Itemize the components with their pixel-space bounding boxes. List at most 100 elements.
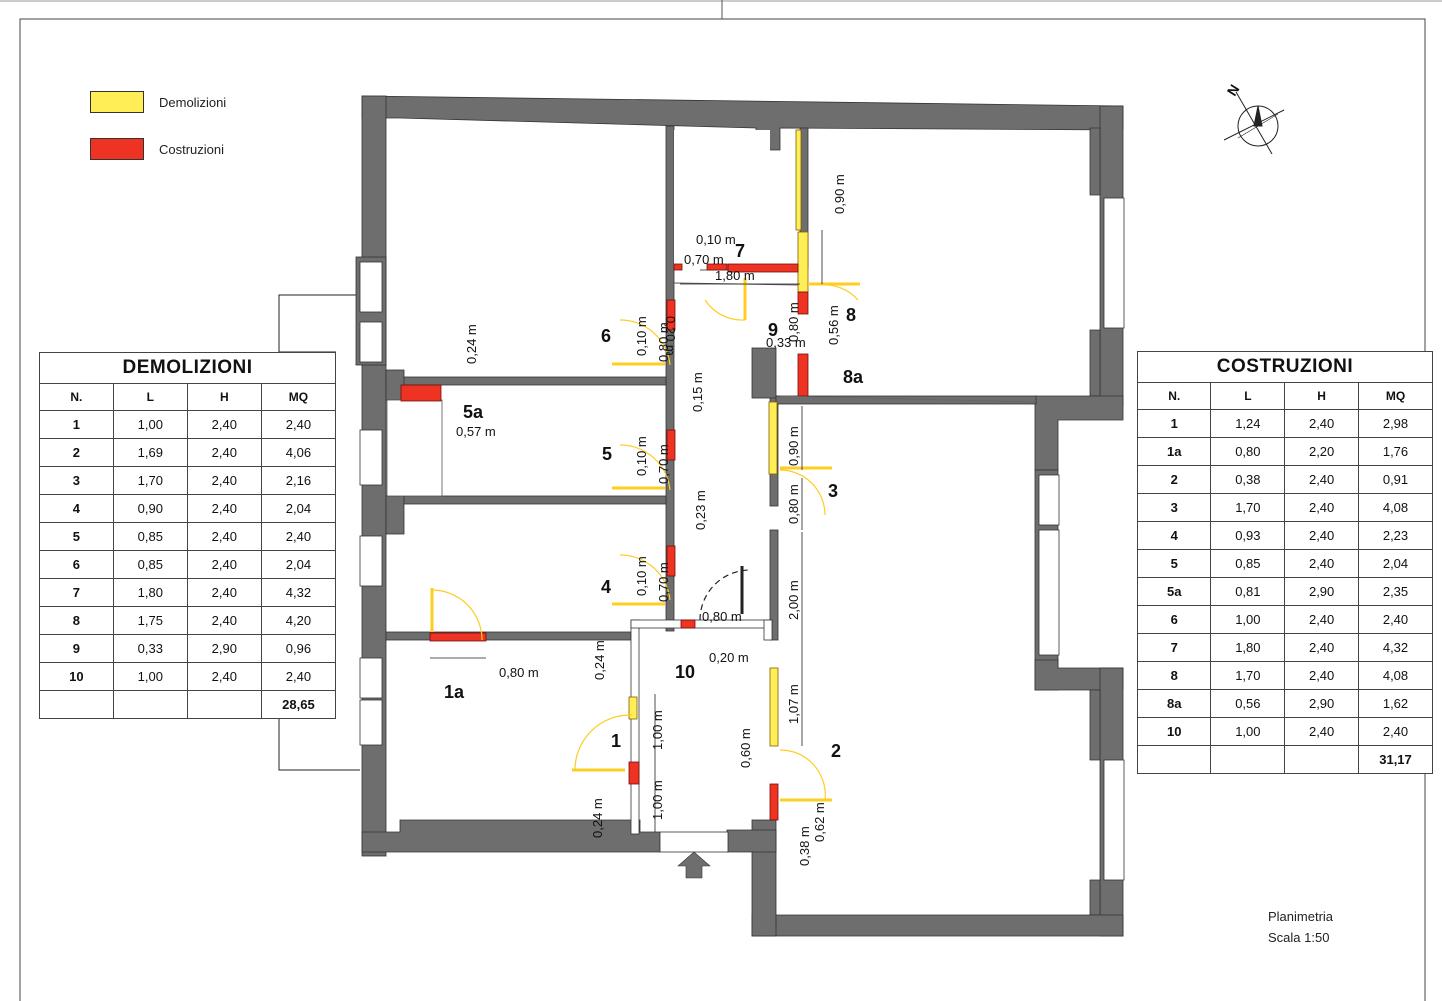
dim-0-70-top: 0,70 m xyxy=(684,252,724,267)
dem-cell: 5 xyxy=(39,522,114,551)
dem-cell: 7 xyxy=(39,578,114,607)
dem-cell: 1,70 xyxy=(112,466,188,495)
dem-cell: 2,40 xyxy=(186,466,262,495)
cons-8 xyxy=(797,291,809,315)
swing-8 xyxy=(819,284,859,301)
marker-5a: 5a xyxy=(463,402,484,422)
dim-0-24-top: 0,24 m xyxy=(464,324,479,364)
cos-cell: 2 xyxy=(1136,465,1212,494)
wall-corridor-right-b xyxy=(769,529,779,641)
dem-table-leader-bottom xyxy=(278,717,360,771)
marker-3: 3 xyxy=(828,481,839,501)
dim-0-57: 0,57 m xyxy=(456,424,496,439)
cos-cell: 2,40 xyxy=(1284,409,1360,438)
window-right-3 xyxy=(1038,529,1060,656)
cos-cell: 2,40 xyxy=(1284,521,1360,550)
corridor-top xyxy=(674,130,770,270)
legend-label-demolizioni: Demolizioni xyxy=(159,94,227,110)
wall-right-jamb1 xyxy=(1089,127,1101,196)
legend-item-costruzioni: Costruzioni xyxy=(90,137,226,161)
cos-cell: 1,76 xyxy=(1358,437,1433,466)
wall-room10-right xyxy=(763,619,773,641)
dem-cell: 2,40 xyxy=(186,522,262,551)
cos-cell: 2,04 xyxy=(1358,549,1433,578)
dem-header-mq: MQ xyxy=(260,383,337,411)
dem-cell: 2,40 xyxy=(186,578,262,607)
dem-header-n: N. xyxy=(39,383,114,411)
cos-total-row: 31,17 xyxy=(1136,745,1433,774)
window-left-6 xyxy=(359,699,383,746)
cos-cell: 1a xyxy=(1136,437,1212,466)
demolitions-layer xyxy=(628,129,809,747)
dim-0-62: 0,62 m xyxy=(812,802,827,842)
cos-cell: 5a xyxy=(1136,577,1212,606)
swing-7 xyxy=(704,299,746,321)
cos-header-mq: MQ xyxy=(1358,382,1433,410)
window-left-4 xyxy=(359,535,383,587)
dem-cell: 4 xyxy=(39,494,114,523)
cos-cell: 4,08 xyxy=(1358,493,1433,522)
dim-0-56: 0,56 m xyxy=(826,305,841,345)
dem-table-leader-top xyxy=(278,294,360,353)
wall-bottom-entry-right xyxy=(726,829,777,853)
dem-cell: 1,00 xyxy=(112,410,188,439)
marker-8: 8 xyxy=(846,305,857,325)
window-right-2 xyxy=(1038,474,1060,526)
dem-empty-cell xyxy=(112,690,188,719)
cos-cell: 6 xyxy=(1136,605,1212,634)
dem-cell: 1,80 xyxy=(112,578,188,607)
cos-cell: 2,98 xyxy=(1358,409,1433,438)
dim-1-00-b: 1,00 m xyxy=(650,780,665,820)
cos-cell: 0,81 xyxy=(1210,577,1286,606)
constructions-layer xyxy=(400,263,809,821)
cons-10 xyxy=(680,619,696,629)
cos-cell: 2,40 xyxy=(1284,605,1360,634)
cos-cell: 0,93 xyxy=(1210,521,1286,550)
cons-5 xyxy=(666,429,676,461)
dem-cell: 2,40 xyxy=(186,606,262,635)
cos-cell: 0,80 xyxy=(1210,437,1286,466)
window-right-4 xyxy=(1103,759,1125,881)
dim-0-80-6: 0,80 m xyxy=(656,322,671,362)
niche-5a xyxy=(386,399,443,497)
dem-header-l: L xyxy=(112,383,188,411)
dim-0-60: 0,60 m xyxy=(738,728,753,768)
room-divider-line xyxy=(779,395,1037,403)
marker-4: 4 xyxy=(601,577,612,597)
cos-cell: 1,00 xyxy=(1210,717,1286,746)
cos-cell: 2,40 xyxy=(1284,633,1360,662)
cos-cell: 2,35 xyxy=(1358,577,1433,606)
marker-10: 10 xyxy=(675,662,696,682)
swing-1 xyxy=(574,714,633,771)
wall-partition-3 xyxy=(385,631,632,641)
marker-6: 6 xyxy=(601,326,612,346)
dimension-lines xyxy=(430,230,1037,832)
dim-0-15: 0,15 m xyxy=(690,372,705,412)
demolizioni-title: DEMOLIZIONI xyxy=(39,352,336,384)
cos-cell: 0,38 xyxy=(1210,465,1286,494)
wall-bottom-left xyxy=(361,819,661,853)
dem-cell: 2,04 xyxy=(260,494,337,523)
dem-cell: 2,04 xyxy=(260,550,337,579)
cos-cell: 1,62 xyxy=(1358,689,1433,718)
dem-total-row: 28,65 xyxy=(39,690,337,719)
dem-empty-cell xyxy=(39,690,114,719)
dim-0-10-4: 0,10 m xyxy=(634,556,649,596)
wall-stub-1 xyxy=(385,495,405,535)
dim-0-33: 0,33 m xyxy=(766,335,806,350)
